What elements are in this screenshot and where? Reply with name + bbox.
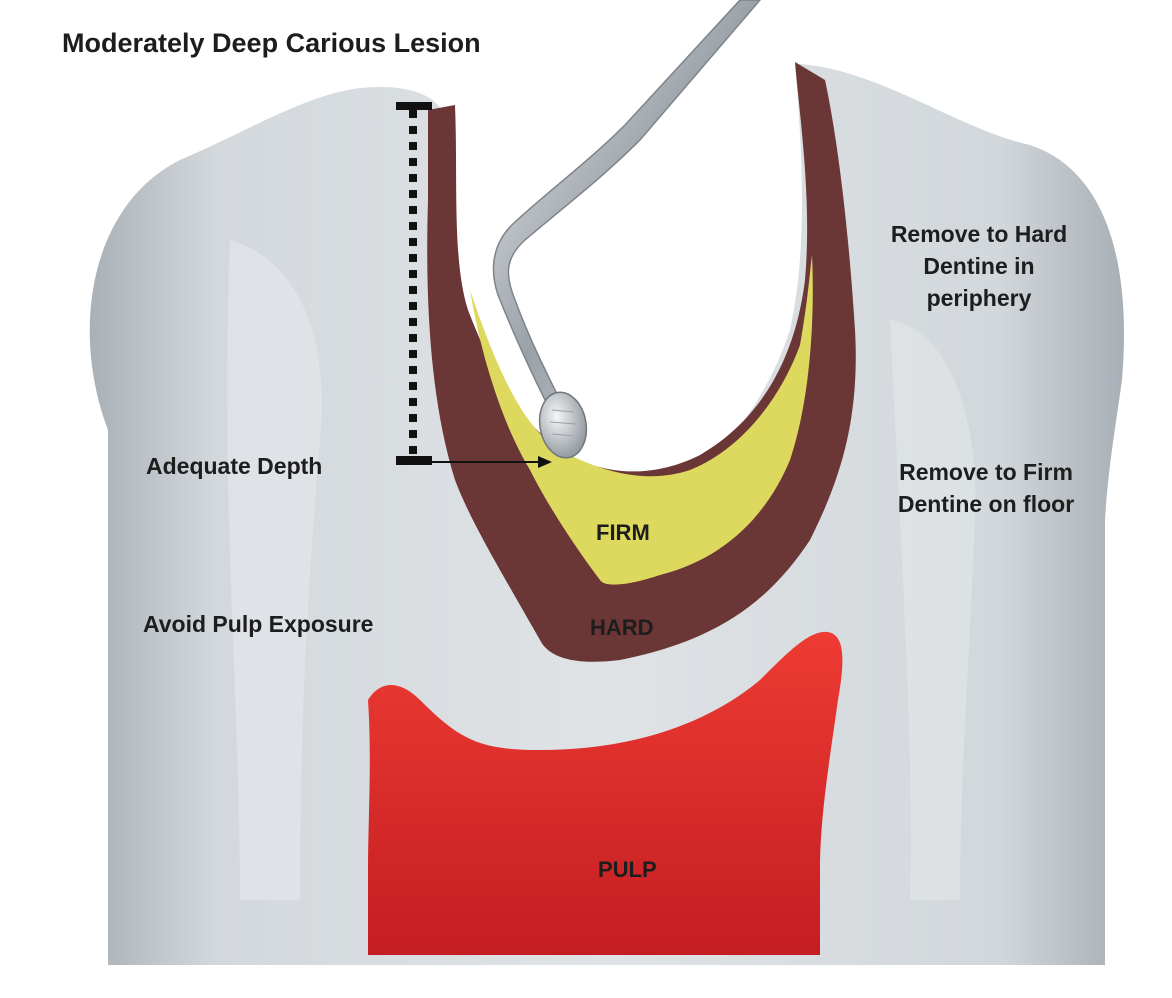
label-adequate-depth: Adequate Depth [146,453,323,479]
label-pulp: PULP [598,857,657,882]
label-remove-to-firm-line1: Remove to Firm [899,459,1073,485]
depth-marker [396,102,432,465]
label-firm: FIRM [596,520,650,545]
cavity-opening [425,40,802,508]
diagram-title: Moderately Deep Carious Lesion [62,28,481,58]
label-remove-to-hard-line1: Remove to Hard [890,221,1068,247]
label-remove-to-hard: Remove to Hard Dentine in periphery [866,218,1092,314]
label-remove-to-hard-line2: Dentine in [923,253,1035,279]
tooth-highlight [227,240,322,900]
label-avoid-pulp-exposure: Avoid Pulp Exposure [143,611,374,637]
spoon-excavator-icon [492,0,761,459]
label-remove-to-firm: Remove to Firm Dentine on floor [868,456,1104,520]
pulp-chamber [368,631,843,955]
tooth-highlight-right [890,320,976,900]
label-hard: HARD [590,615,654,640]
spoon-head [538,391,588,459]
depth-arrow [430,456,552,468]
firm-dentine-layer [470,255,813,585]
label-remove-to-hard-line3: periphery [926,285,1032,311]
label-remove-to-firm-line2: Dentine on floor [897,491,1075,517]
